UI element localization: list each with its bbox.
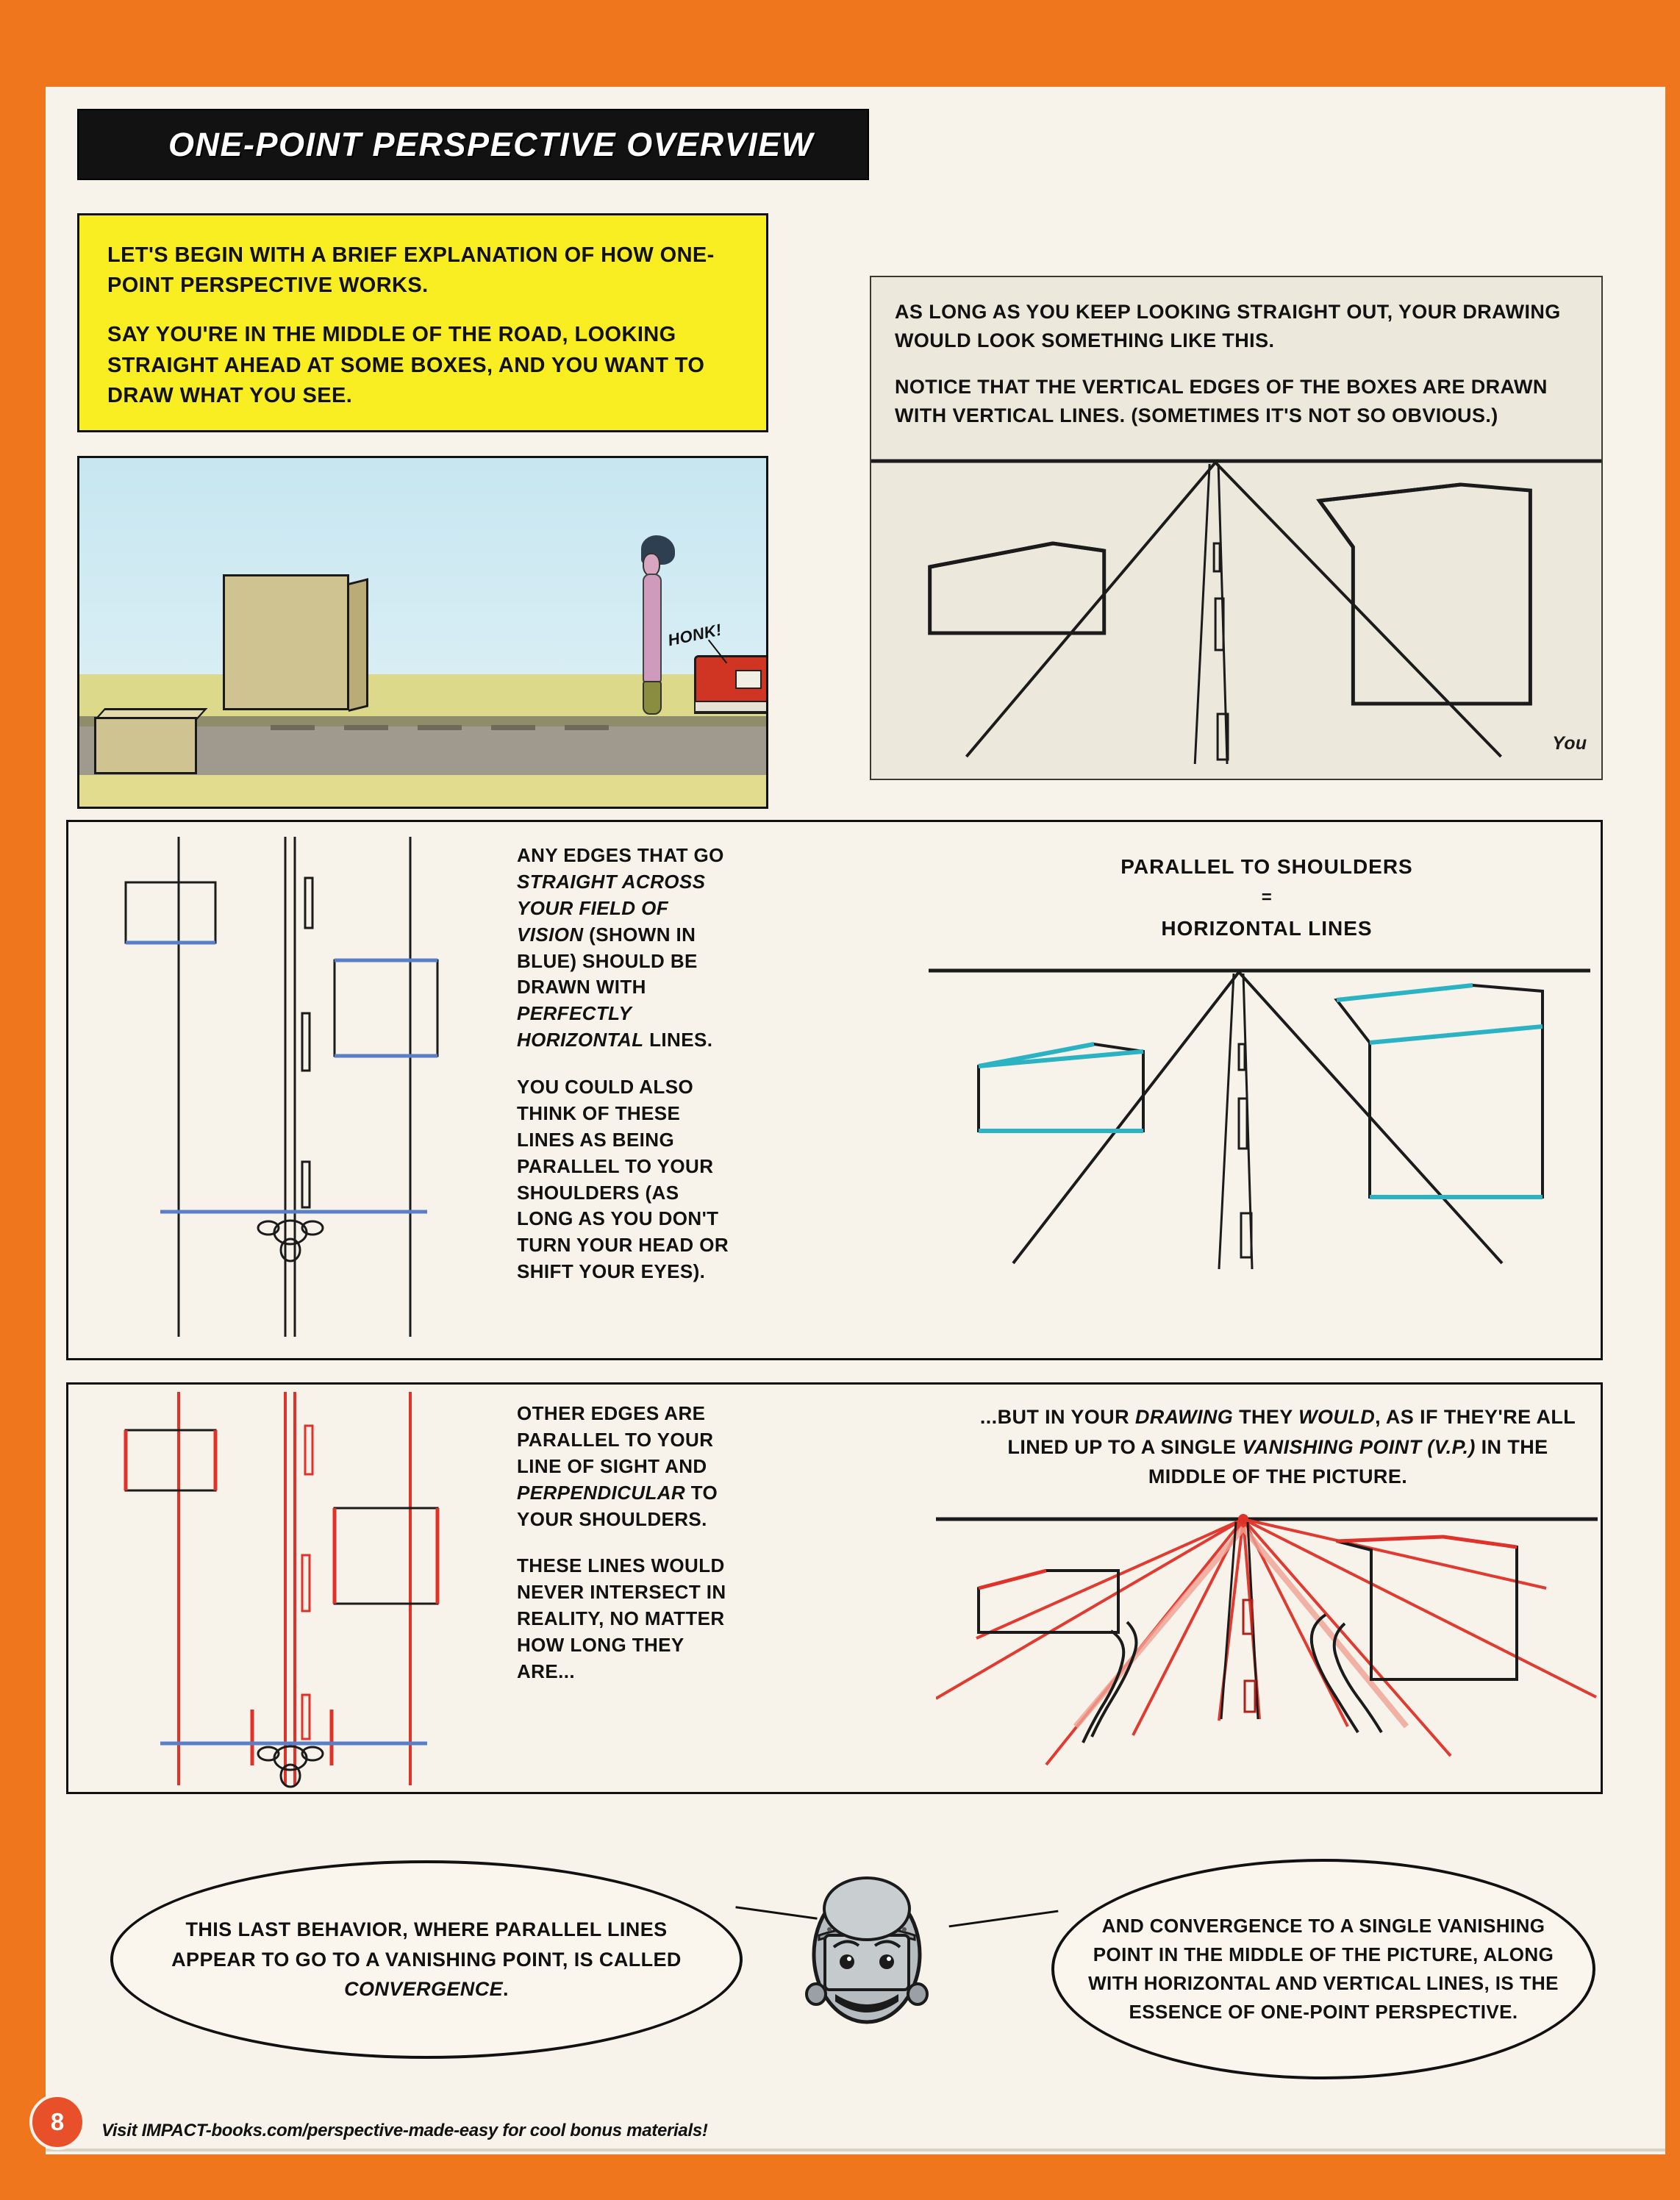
tall-box-side-face (348, 578, 368, 712)
road-dash (491, 724, 535, 730)
intro-callout-box: LET'S BEGIN WITH A BRIEF EXPLANATION OF … (77, 213, 768, 432)
road-dash (344, 724, 388, 730)
near-grass (79, 775, 766, 807)
footer-promo-text: Visit IMPACT-books.com/perspective-made-… (101, 2121, 708, 2140)
parallel-shoulders-heading: PARALLEL TO SHOULDERS = HORIZONTAL LINES (980, 855, 1554, 940)
heading-equals-sign: = (1261, 888, 1273, 907)
orange-bottom-border (0, 2154, 1680, 2200)
car-bumper (694, 701, 766, 712)
heading-line-2: HORIZONTAL LINES (1161, 917, 1373, 940)
page-title-banner: ONE-POINT PERSPECTIVE OVERVIEW (77, 109, 869, 180)
car-window (735, 670, 762, 689)
street-scene-panel: HONK! (77, 456, 768, 809)
page-title: ONE-POINT PERSPECTIVE OVERVIEW (168, 125, 814, 163)
robot-ear-right (907, 1982, 929, 2006)
balloon-right-text: AND CONVERGENCE TO A SINGLE VANISHING PO… (1088, 1915, 1559, 2023)
robot-eye-right (879, 1954, 894, 1969)
road-dash (271, 724, 315, 730)
robot-eye-left (840, 1954, 854, 1969)
mid-panel-text: ANY EDGES THAT GO STRAIGHT ACROSS YOUR F… (517, 843, 730, 1306)
tall-box (223, 574, 349, 710)
road-shoulder (79, 715, 766, 726)
orange-left-border (0, 0, 46, 2200)
convergence-perspective-diagram (936, 1514, 1598, 1766)
road-dash (565, 724, 609, 730)
heading-line-1: PARALLEL TO SHOULDERS (1120, 855, 1413, 878)
speech-balloon-essence: AND CONVERGENCE TO A SINGLE VANISHING PO… (1051, 1859, 1595, 2079)
overhead-view-horizontal-diagram (124, 837, 439, 1337)
person-boots (643, 681, 662, 715)
standing-person (638, 535, 675, 715)
bot-panel-text: OTHER EDGES ARE PARALLEL TO YOUR LINE OF… (517, 1401, 737, 1706)
intro-paragraph-2: SAY YOU'RE IN THE MIDDLE OF THE ROAD, LO… (107, 323, 705, 407)
overhead-view-parallel-diagram (124, 1392, 440, 1788)
topright-paragraph-2: NOTICE THAT THE VERTICAL EDGES OF THE BO… (895, 376, 1548, 427)
small-box (94, 717, 197, 774)
intro-paragraph-1: LET'S BEGIN WITH A BRIEF EXPLANATION OF … (107, 243, 715, 298)
speech-balloon-convergence: THIS LAST BEHAVIOR, WHERE PARALLEL LINES… (110, 1860, 743, 2059)
page-number-badge: 8 (29, 2094, 85, 2150)
bot-paragraph-2: THESE LINES WOULD NEVER INTERSECT IN REA… (517, 1554, 726, 1682)
orange-top-border (0, 0, 1680, 87)
road-dash (418, 724, 462, 730)
horizontal-lines-panel: ANY EDGES THAT GO STRAIGHT ACROSS YOUR F… (66, 820, 1603, 1360)
one-point-perspective-sketch: You (871, 459, 1601, 765)
mid-paragraph-1: ANY EDGES THAT GO STRAIGHT ACROSS YOUR F… (517, 844, 724, 1051)
bot-paragraph-1: OTHER EDGES ARE PARALLEL TO YOUR LINE OF… (517, 1402, 718, 1530)
robot-ear-left (805, 1982, 827, 2006)
convergence-panel: OTHER EDGES ARE PARALLEL TO YOUR LINE OF… (66, 1382, 1603, 1794)
robot-mouth (835, 1994, 898, 2013)
person-body (643, 574, 662, 684)
right-arm-sketch (1309, 1613, 1359, 1734)
balloon-left-text: THIS LAST BEHAVIOR, WHERE PARALLEL LINES… (171, 1918, 682, 2001)
topright-paragraph-1: AS LONG AS YOU KEEP LOOKING STRAIGHT OUT… (895, 301, 1561, 352)
footer-divider (46, 2149, 1665, 2151)
orange-right-border (1665, 0, 1680, 2200)
left-arm-sketch (1090, 1621, 1138, 1738)
vanishing-point-heading: ...BUT IN YOUR DRAWING THEY WOULD, AS IF… (979, 1406, 1576, 1488)
mid-paragraph-2: YOU COULD ALSO THINK OF THESE LINES AS B… (517, 1076, 729, 1283)
perspective-drawing-panel: AS LONG AS YOU KEEP LOOKING STRAIGHT OUT… (870, 276, 1603, 780)
robot-character (805, 1876, 929, 2024)
you-label: You (1552, 733, 1587, 754)
horizontal-edges-perspective-diagram (929, 968, 1590, 1270)
